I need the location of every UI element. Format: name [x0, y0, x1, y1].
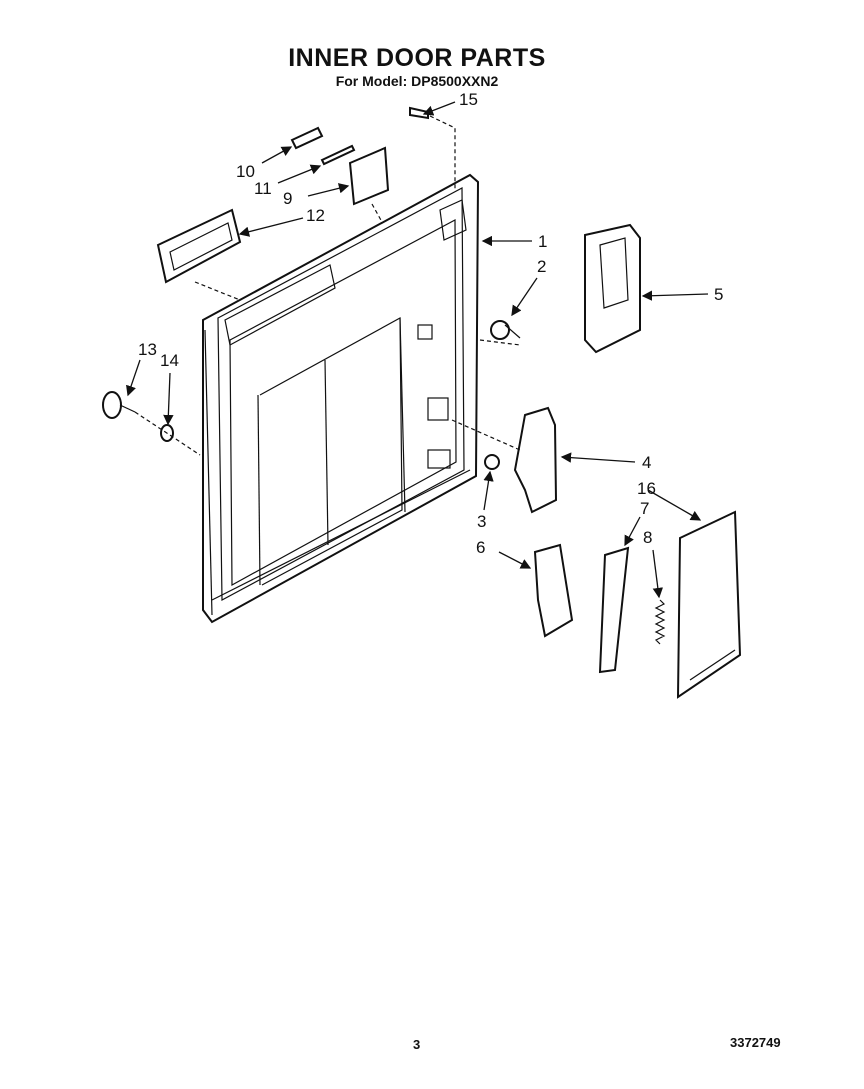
callout-14: 14 — [160, 351, 179, 370]
callout-3: 3 — [477, 512, 486, 531]
nut-part — [484, 454, 500, 470]
assembly-line — [194, 281, 241, 301]
handle-bracket — [156, 208, 242, 284]
leader-arrow — [641, 290, 709, 301]
leader-arrow — [126, 359, 141, 397]
small-cover — [348, 146, 390, 206]
leader-arrow — [261, 146, 293, 164]
assembly-line — [134, 411, 201, 456]
leader-arrow — [624, 516, 641, 547]
model-subtitle: For Model: DP8500XXN2 — [335, 73, 499, 89]
assembly-line — [479, 339, 521, 346]
leader-arrow — [483, 470, 494, 511]
leader-arrow — [238, 217, 304, 237]
leader-arrow — [498, 551, 532, 569]
latch-housing — [584, 223, 641, 354]
latch-part — [513, 406, 558, 514]
callout-7: 7 — [640, 499, 649, 518]
lower-latch-part — [533, 543, 574, 638]
spring-part — [654, 599, 666, 645]
clip-part — [290, 126, 324, 150]
wheel-part — [102, 391, 136, 419]
leader-arrow — [652, 549, 664, 599]
callout-16: 16 — [637, 479, 656, 498]
lever-part — [598, 546, 630, 674]
callout-2: 2 — [537, 257, 546, 276]
leader-arrow — [560, 452, 636, 463]
inner-door-panel — [202, 173, 480, 624]
leader-arrow — [422, 101, 456, 116]
knob-part — [490, 320, 521, 340]
callout-5: 5 — [714, 285, 723, 304]
callout-12: 12 — [306, 206, 325, 225]
callout-6: 6 — [476, 538, 485, 557]
page-title: INNER DOOR PARTS — [288, 44, 546, 72]
leader-arrow — [163, 372, 174, 426]
assembly-line — [371, 203, 383, 223]
callout-11: 11 — [254, 179, 272, 198]
leader-arrow — [511, 277, 538, 317]
callout-10: 10 — [236, 162, 255, 181]
assembly-line — [429, 115, 456, 190]
document-number: 3372749 — [730, 1035, 781, 1050]
pin-part — [320, 144, 356, 166]
callout-4: 4 — [642, 453, 651, 472]
cover-panel — [676, 510, 742, 699]
callout-8: 8 — [643, 528, 652, 547]
assembly-line — [451, 419, 521, 451]
callout-1: 1 — [538, 232, 547, 251]
leader-arrow — [307, 183, 350, 197]
page-number: 3 — [413, 1037, 421, 1052]
callout-13: 13 — [138, 340, 157, 359]
callout-9: 9 — [283, 189, 292, 208]
callout-15: 15 — [459, 90, 478, 109]
leader-arrow — [277, 164, 322, 184]
leader-arrow — [647, 489, 702, 521]
